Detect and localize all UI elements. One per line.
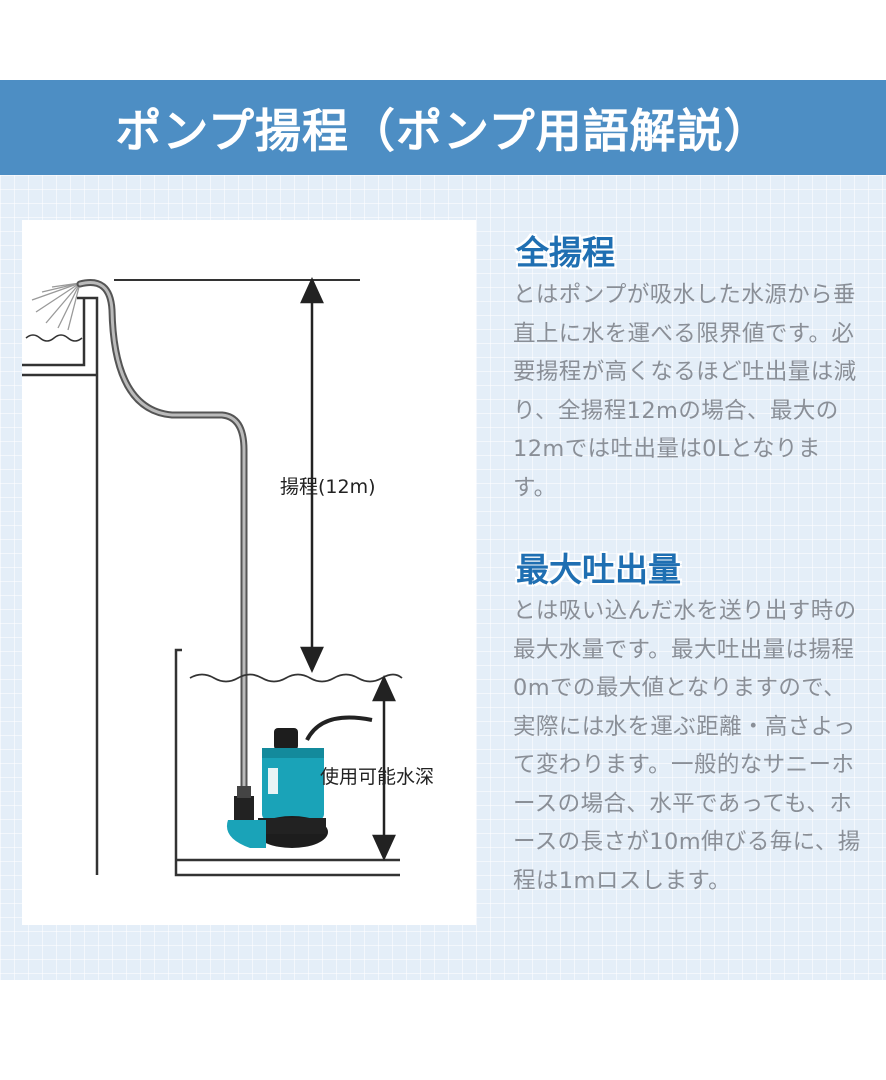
title-banner: ポンプ揚程（ポンプ用語解説） [0, 80, 886, 175]
page-title: ポンプ揚程（ポンプ用語解説） [115, 103, 771, 158]
head-arrow [300, 276, 324, 674]
total-head-description: とはポンプが吸水した水源から垂直上に水を運べる限界値です。必要揚程が高くなるほど… [513, 282, 857, 501]
upper-tank [22, 296, 99, 875]
depth-arrow [372, 674, 396, 862]
lower-water-wave [189, 673, 403, 683]
pump-cable [305, 715, 373, 741]
diagram-illustration [22, 276, 403, 877]
max-discharge-heading: 最大吐出量 [516, 550, 681, 589]
upper-water-wave [25, 334, 83, 342]
head-label: 揚程(12m) [280, 476, 376, 498]
max-discharge-description: とは吸い込んだ水を送り出す時の最大水量です。最大吐出量は揚程0mでの最大値となり… [513, 598, 861, 894]
pump-icon [226, 728, 328, 848]
pump-head-diagram: 揚程(12m) 使用可能水深 [22, 220, 476, 925]
lower-tank [174, 648, 400, 877]
total-head-heading: 全揚程 [516, 233, 615, 272]
spray-icon [31, 282, 81, 331]
depth-label: 使用可能水深 [320, 766, 435, 788]
hose [76, 279, 248, 794]
